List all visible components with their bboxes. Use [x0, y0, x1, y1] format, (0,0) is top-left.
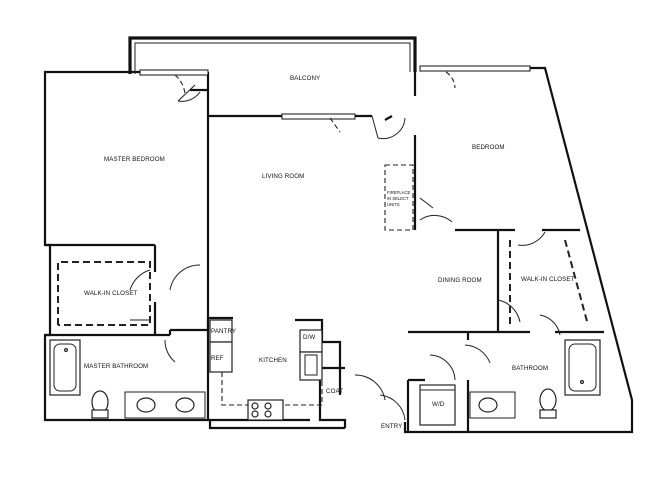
- label-fireplace-line3: UNITS: [387, 202, 400, 207]
- label-coat: COAT: [326, 388, 343, 395]
- label-master-bathroom: MASTER BATHROOM: [84, 363, 148, 370]
- label-dw: D/W: [303, 334, 315, 341]
- label-living-room: LIVING ROOM: [262, 173, 304, 180]
- label-ref: REF: [211, 355, 224, 362]
- label-pantry: PANTRY: [211, 328, 236, 335]
- label-wd: W/D: [432, 401, 445, 408]
- label-fireplace-line2: IN SELECT: [387, 196, 409, 201]
- exterior-walls: [43, 66, 634, 434]
- label-entry: ENTRY: [381, 423, 402, 430]
- master-bath-fixtures: [49, 339, 206, 419]
- master-closet-shelving: [57, 261, 151, 326]
- label-balcony: BALCONY: [290, 75, 320, 82]
- room-labels: BALCONY MASTER BEDROOM LIVING ROOM BEDRO…: [84, 75, 575, 430]
- balcony-area: [128, 36, 417, 121]
- right-bath-fixtures: [469, 339, 601, 419]
- label-kitchen: KITCHEN: [259, 357, 287, 364]
- label-bathroom: BATHROOM: [512, 365, 548, 372]
- label-master-bedroom: MASTER BEDROOM: [104, 156, 165, 163]
- interior-walls: [45, 164, 604, 432]
- label-walk-in-closet-left: WALK-IN CLOSET: [84, 290, 138, 297]
- door-swings: [129, 71, 561, 421]
- right-closet-shelving: [509, 239, 589, 326]
- label-dining-room: DINING ROOM: [438, 277, 482, 284]
- windows: [139, 65, 531, 120]
- label-fireplace-line1: FIREPLACE: [387, 190, 410, 195]
- label-bedroom: BEDROOM: [472, 144, 505, 151]
- label-walk-in-closet-right: WALK-IN CLOSET: [521, 276, 575, 283]
- washer-dryer: [419, 384, 456, 426]
- kitchen-fixtures: [209, 319, 323, 421]
